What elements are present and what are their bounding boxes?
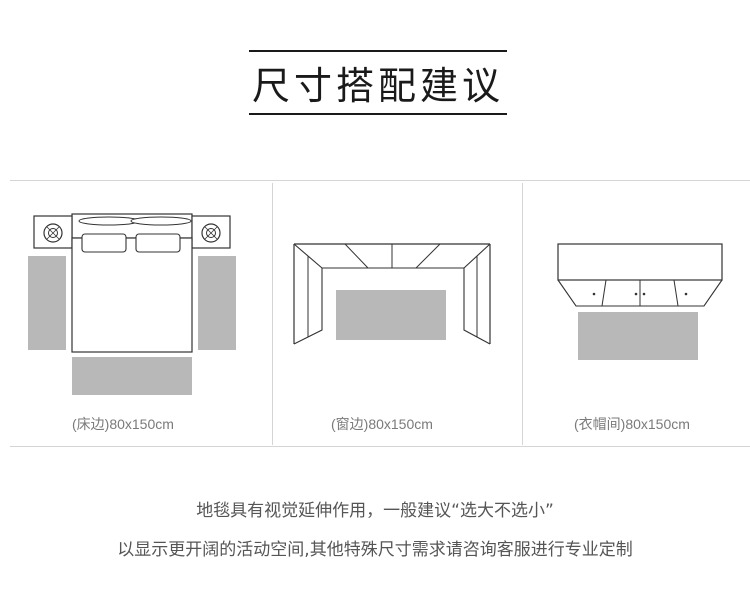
top-divider — [10, 180, 750, 181]
caption-cloakroom: (衣帽间)80x150cm — [574, 416, 690, 432]
title-frame: 尺寸搭配建议 — [249, 50, 507, 115]
bottom-divider — [10, 446, 750, 447]
caption-window: (窗边)80x150cm — [331, 416, 433, 432]
bay-window-rug-icon — [293, 243, 491, 345]
description-line-1: 地毯具有视觉延伸作用，一般建议“选大不选小” — [196, 501, 554, 521]
vertical-divider-2 — [522, 183, 523, 445]
wardrobe-rug-icon — [557, 243, 723, 360]
panel-window: (窗边)80x150cm — [280, 182, 515, 447]
bed-with-rugs-icon — [28, 213, 236, 395]
page-title: 尺寸搭配建议 — [251, 64, 504, 108]
panel-cloakroom: (衣帽间)80x150cm — [530, 182, 750, 447]
vertical-divider-1 — [272, 183, 273, 445]
panel-bedside: (床边)80x150cm — [20, 182, 260, 447]
description-line-2: 以显示更开阔的活动空间,其他特殊尺寸需求请咨询客服进行专业定制 — [117, 540, 633, 560]
caption-bedside: (床边)80x150cm — [72, 416, 174, 432]
